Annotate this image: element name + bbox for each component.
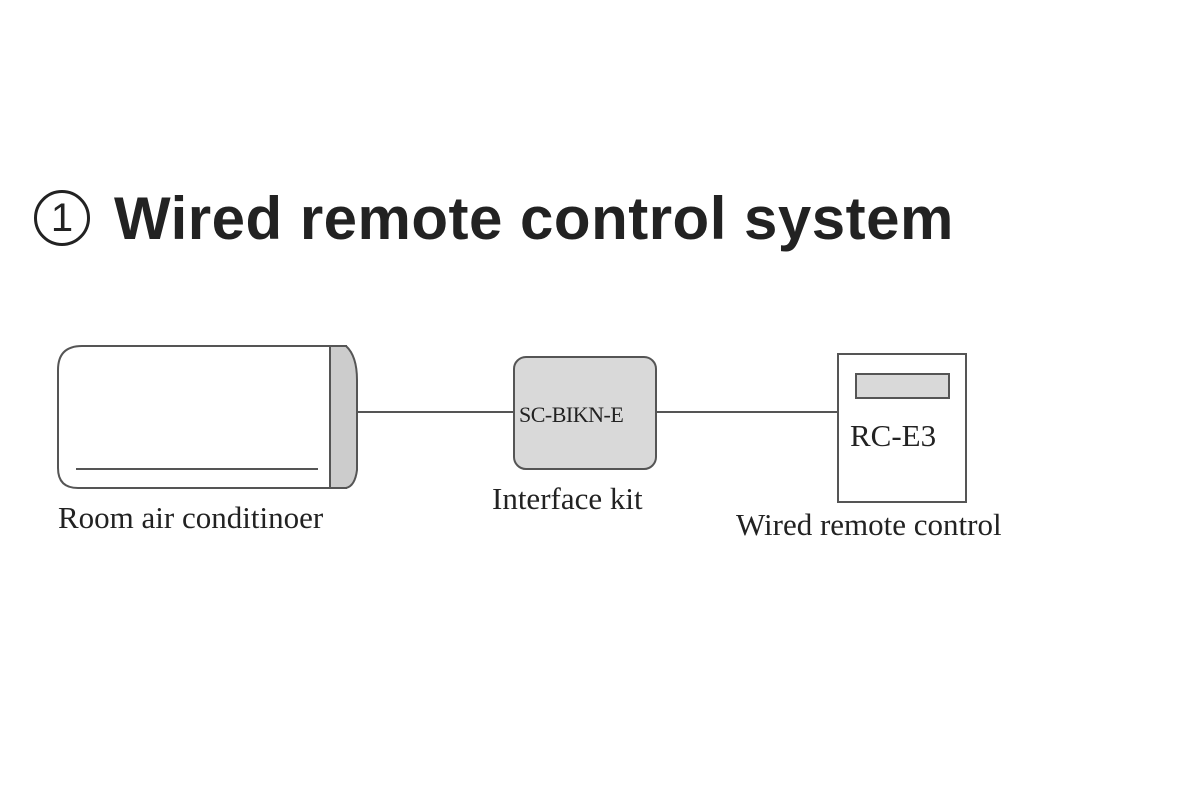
remote-display — [855, 373, 950, 399]
interface-kit-box — [513, 356, 657, 470]
interface-kit-label: Interface kit — [492, 481, 643, 516]
step-number-badge: 1 — [34, 190, 90, 246]
wired-remote-label: Wired remote control — [736, 507, 1002, 542]
title-text: Wired remote control system — [114, 184, 954, 252]
wired-remote-unit — [837, 353, 967, 503]
air-conditioner-unit — [57, 345, 358, 489]
diagram-title: 1 Wired remote control system — [34, 178, 954, 258]
air-conditioner-label: Room air conditinoer — [58, 500, 324, 535]
ac-side-panel — [329, 345, 358, 489]
interface-kit-model: SC-BIKN-E — [519, 402, 624, 427]
ac-body — [57, 345, 347, 489]
wired-remote-model: RC-E3 — [850, 418, 937, 453]
